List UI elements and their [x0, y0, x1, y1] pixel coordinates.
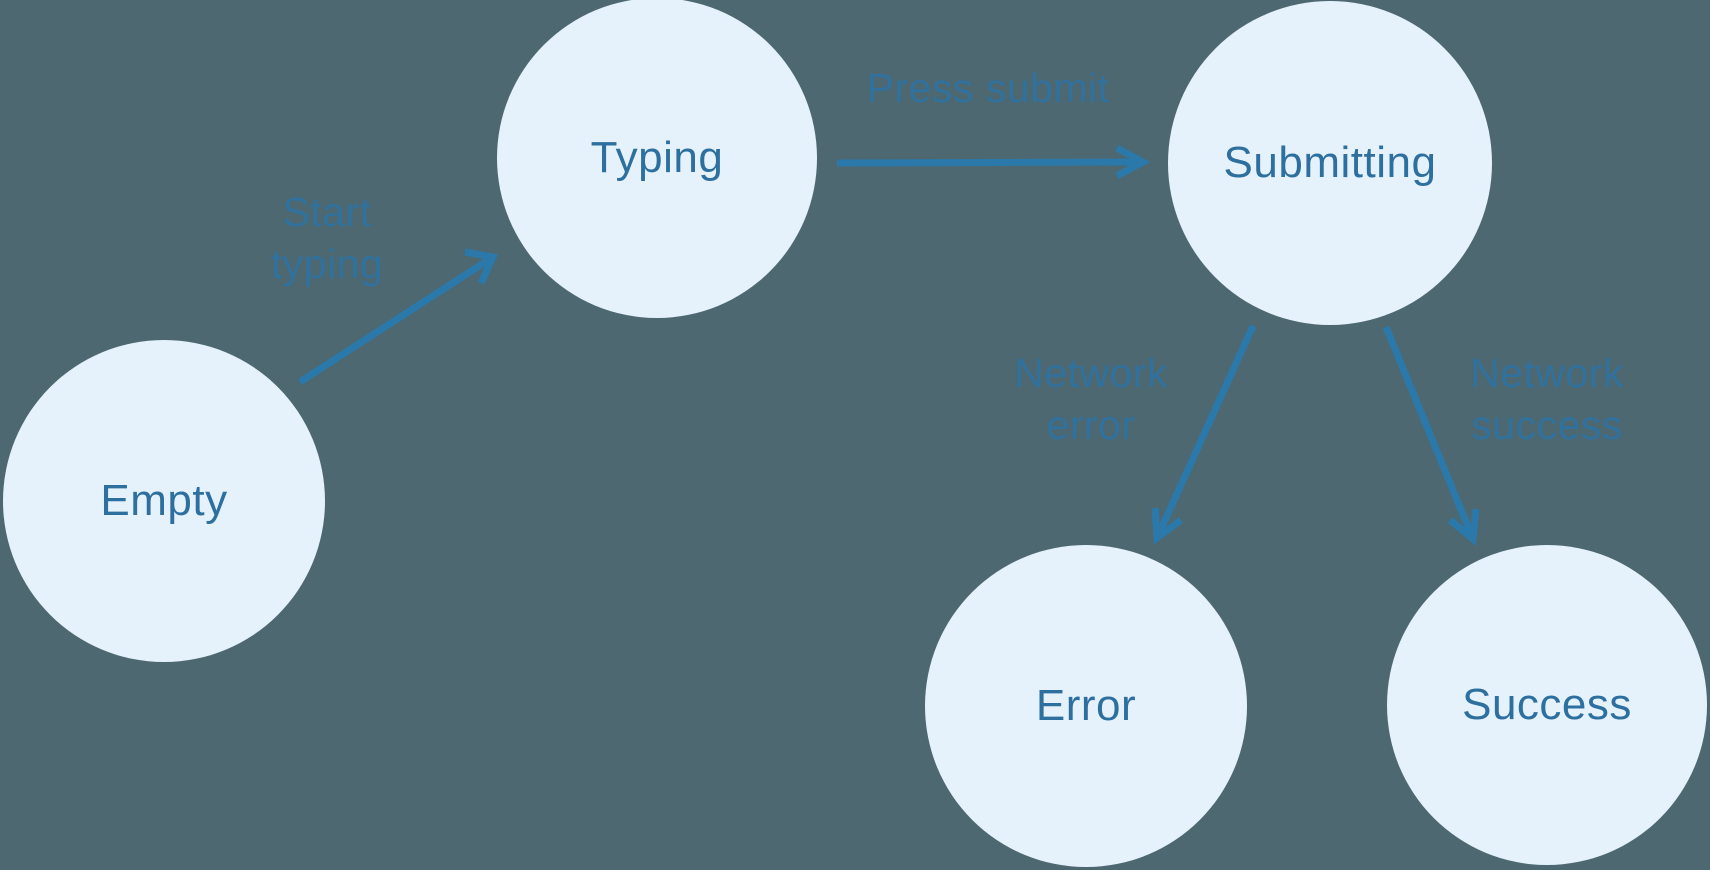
arrowhead-icon	[1151, 507, 1184, 545]
arrow-typing-to-submitting	[836, 144, 1151, 180]
arrowhead-icon	[1447, 508, 1480, 546]
edge-label-line: success	[1471, 402, 1623, 448]
arrow-line	[836, 158, 1144, 167]
state-node-empty: Empty	[3, 340, 325, 662]
state-node-label-success: Success	[1462, 680, 1632, 729]
arrowhead-icon	[1115, 144, 1151, 180]
edge-label-line: Start	[282, 189, 372, 235]
edge-label-start-typing: Start typing	[202, 186, 452, 290]
edge-label-network-error: Network error	[966, 347, 1216, 451]
state-node-typing: Typing	[497, 0, 817, 318]
state-node-submitting: Submitting	[1168, 1, 1492, 325]
state-node-success: Success	[1387, 545, 1707, 865]
state-node-label-empty: Empty	[100, 476, 228, 525]
edge-label-line: Network	[1470, 350, 1624, 396]
edge-label-network-success: Network success	[1422, 347, 1672, 451]
state-node-error: Error	[925, 545, 1247, 867]
state-node-label-typing: Typing	[590, 133, 724, 182]
state-node-label-error: Error	[1035, 681, 1137, 730]
edge-label-line: Network	[1014, 350, 1168, 396]
edge-label-press-submit: Press submit	[828, 62, 1148, 114]
state-node-label-submitting: Submitting	[1223, 138, 1437, 187]
edge-label-line: error	[1046, 402, 1136, 448]
edge-label-line: Press submit	[866, 65, 1110, 111]
arrowhead-icon	[464, 248, 499, 285]
edge-label-line: typing	[270, 241, 384, 287]
